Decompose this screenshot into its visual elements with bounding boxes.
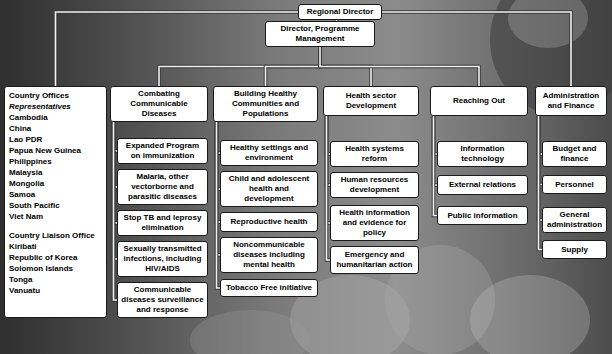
box-label: Combating Communicable Diseases: [114, 89, 204, 119]
box-label: Health sector Development: [327, 91, 415, 111]
unit-box: Tobacco Free initiative: [220, 279, 318, 297]
box-label: Budget and finance: [546, 144, 603, 164]
box-label: Papua New Guinea: [9, 145, 102, 156]
portrait-highlight: [508, 0, 588, 48]
box-label: Mongolia: [9, 178, 102, 189]
box-label: Information technology: [441, 144, 524, 164]
unit-box: Health information and evidence for poli…: [330, 205, 419, 241]
box-label: Human resources development: [334, 175, 415, 195]
child-face: [190, 310, 310, 354]
division-box: Administration and Finance: [535, 86, 607, 116]
box-label: Emergency and humanitarian action: [334, 250, 415, 270]
unit-box: Public information: [437, 206, 528, 225]
box-label: Solomon Islands: [9, 263, 102, 274]
box-label: General administration: [546, 210, 603, 230]
unit-box: Information technology: [437, 141, 528, 167]
line-shadow: [320, 47, 479, 86]
box-label: Country Liaison Office: [9, 230, 102, 241]
unit-box: Malaria, other vectorborne and parasitic…: [117, 169, 208, 205]
line-shadow: [56, 12, 299, 86]
unit-box: Personnel: [542, 175, 607, 194]
unit-box: Reproductive health: [220, 212, 318, 232]
line-shadow: [434, 116, 438, 216]
reporting-line: [434, 116, 438, 216]
box-label: Republic of Korea: [9, 252, 102, 263]
box-label: Vanuatu: [9, 285, 102, 296]
line-core: [434, 116, 438, 216]
box-label: Kiribati: [9, 241, 102, 252]
box-label: Public information: [441, 211, 524, 221]
unit-box: Human resources development: [330, 172, 419, 198]
box-label: Representatives: [9, 101, 102, 112]
box-label: Samoa: [9, 189, 102, 200]
line-core: [159, 47, 320, 86]
box-label: Country Offices: [9, 90, 102, 101]
box-label: Health information and evidence for poli…: [334, 208, 415, 238]
box-label: Director, Programme Management: [269, 24, 371, 44]
box-label: Communicable diseases surveillance and r…: [121, 285, 204, 315]
division-box: Combating Communicable Diseases: [110, 86, 208, 122]
reporting-line: [159, 47, 320, 86]
unit-box: Child and adolescent health and developm…: [220, 171, 318, 207]
box-label: South Pacific: [9, 200, 102, 211]
box-label: Healthy settings and environment: [224, 143, 314, 163]
box-label: Reaching Out: [434, 96, 524, 106]
office-list-box: Country OfficesRepresentativesCambodiaCh…: [4, 86, 107, 318]
box-label: Viet Nam: [9, 211, 102, 222]
box-label: Noncommunicable diseases including menta…: [224, 240, 314, 270]
unit-box: Stop TB and leprosy elimination: [117, 210, 208, 236]
box-label: Supply: [546, 245, 603, 255]
director-box: Regional Director: [298, 4, 382, 20]
box-label: Regional Director: [302, 7, 378, 17]
unit-box: Emergency and humanitarian action: [330, 246, 419, 274]
box-label: Administration and Finance: [539, 91, 603, 111]
box-label: Philippines: [9, 156, 102, 167]
box-label: Building Healthy Communities and Populat…: [217, 89, 314, 119]
director-box: Director, Programme Management: [265, 21, 375, 47]
box-label: Cambodia: [9, 112, 102, 123]
division-box: Building Healthy Communities and Populat…: [213, 86, 318, 122]
box-label: Tonga: [9, 274, 102, 285]
box-label: Personnel: [546, 180, 603, 190]
box-label: Malaria, other vectorborne and parasitic…: [121, 172, 204, 202]
box-label: Expanded Program on immunization: [121, 141, 204, 161]
child-face: [470, 275, 590, 354]
box-label: Health systems reform: [334, 144, 415, 164]
unit-box: Healthy settings and environment: [220, 140, 318, 166]
unit-box: Budget and finance: [542, 141, 607, 167]
box-label: Child and adolescent health and developm…: [224, 174, 314, 204]
box-label: Malaysia: [9, 167, 102, 178]
line-core: [382, 12, 571, 86]
unit-box: General administration: [542, 207, 607, 233]
line-core: [320, 47, 479, 86]
reporting-line: [320, 47, 479, 86]
unit-box: Sexually transmitted infections, includi…: [117, 241, 208, 277]
unit-box: Expanded Program on immunization: [117, 138, 208, 164]
unit-box: Communicable diseases surveillance and r…: [117, 282, 208, 318]
box-label: Sexually transmitted infections, includi…: [121, 244, 204, 274]
division-box: Health sector Development: [323, 86, 419, 116]
division-box: Reaching Out: [430, 86, 528, 116]
box-label: China: [9, 123, 102, 134]
box-label: Lao PDR: [9, 134, 102, 145]
unit-box: External relations: [437, 175, 528, 195]
line-shadow: [382, 12, 571, 86]
line-core: [56, 12, 299, 86]
reporting-line: [382, 12, 571, 86]
unit-box: Noncommunicable diseases including menta…: [220, 237, 318, 273]
reporting-line: [266, 47, 321, 86]
box-label: Stop TB and leprosy elimination: [121, 213, 204, 233]
unit-box: Supply: [542, 240, 607, 259]
unit-box: Health systems reform: [330, 141, 419, 167]
box-label: Reproductive health: [224, 217, 314, 227]
line-shadow: [159, 47, 320, 86]
line-shadow: [266, 47, 321, 86]
line-core: [266, 47, 321, 86]
box-label: Tobacco Free initiative: [224, 283, 314, 293]
box-label: External relations: [441, 180, 524, 190]
reporting-line: [56, 12, 299, 86]
